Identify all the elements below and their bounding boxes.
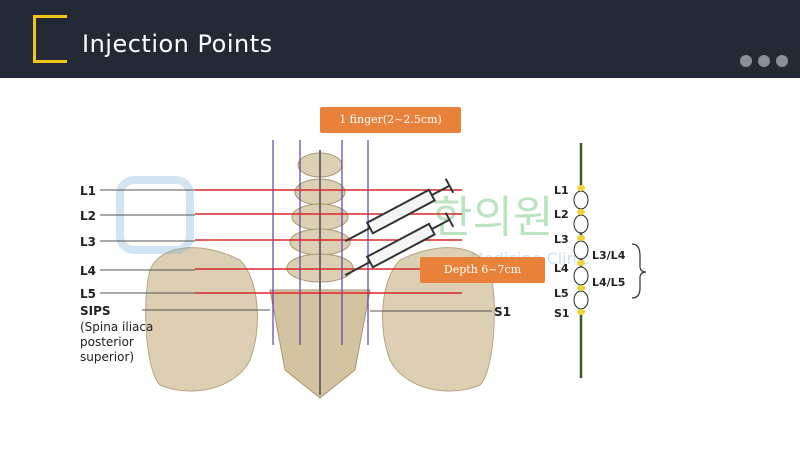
label-l3: L3 [80,235,96,249]
slide-header: Injection Points [0,0,800,78]
purple-guide-lines [272,140,369,345]
label-l4: L4 [80,264,96,278]
spine-label-l5: L5 [554,287,569,300]
sips-note-3: superior) [80,350,134,364]
spine-label-l4: L4 [554,262,569,275]
diagram-svg: 한의원 Medicine Clinic [80,140,647,400]
label-s1: S1 [494,305,511,319]
syringe-icons [344,178,455,277]
spine-label-l1: L1 [554,184,569,197]
finger-width-callout: 1 finger(2~2.5cm) [320,107,461,133]
depth-callout: Depth 6~7cm [420,257,545,283]
label-pointers [100,189,492,312]
watermark-hangul: 한의원 [432,192,553,243]
dot [758,55,770,67]
spine-label-l3: L3 [554,233,569,246]
label-l5: L5 [80,287,96,301]
spine-level-labels: L1 L2 L3 L4 L5 S1 L3/L4 L4/L5 [554,184,626,320]
sips-note-1: (Spina iliaca [80,320,153,334]
label-l2: L2 [80,209,96,223]
title-bracket-icon [33,15,67,63]
spine-label-s1: S1 [554,307,570,320]
left-level-labels: L1 L2 L3 L4 L5 SIPS (Spina iliaca poster… [80,184,511,364]
diagram-canvas: 한의원 Medicine Clinic [0,78,800,450]
label-sips: SIPS [80,304,111,318]
dot [776,55,788,67]
label-l1: L1 [80,184,96,198]
spine-diagram [573,143,647,378]
spine-pair-l3l4: L3/L4 [592,249,626,262]
menu-dots-icon[interactable] [740,55,788,67]
dot [740,55,752,67]
spine-pair-l4l5: L4/L5 [592,276,625,289]
spine-label-l2: L2 [554,208,569,221]
red-level-lines [195,189,462,294]
slide-title: Injection Points [82,30,273,58]
sips-note-2: posterior [80,335,134,349]
